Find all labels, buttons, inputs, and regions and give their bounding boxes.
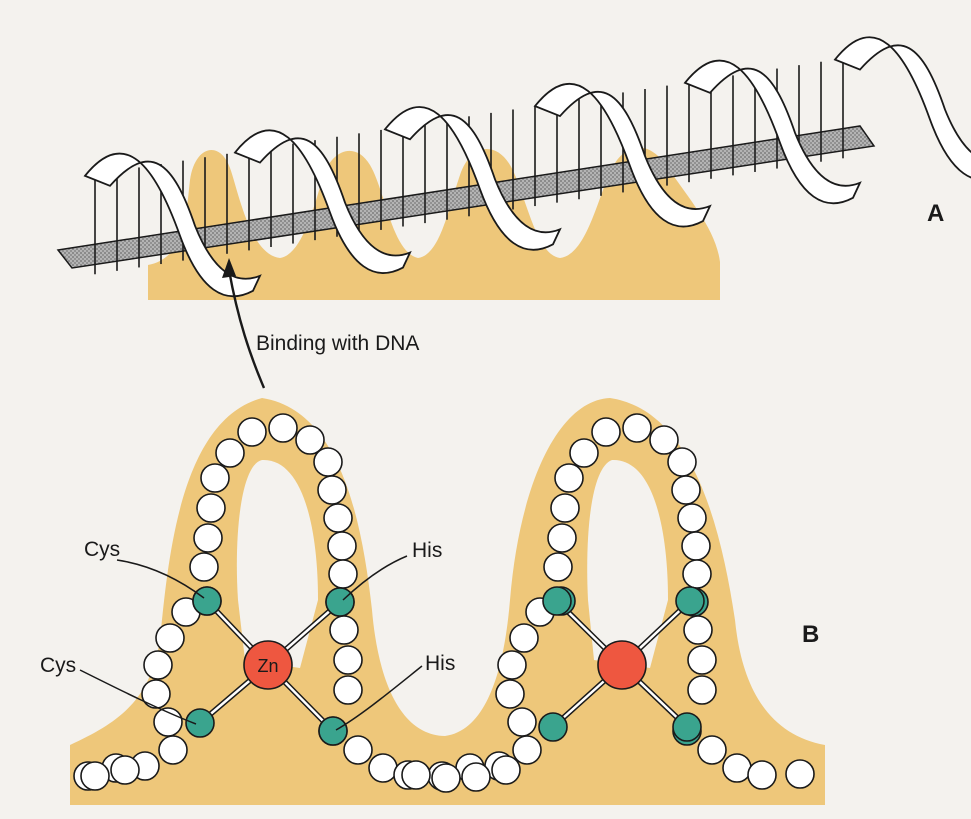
amino-acid-residue bbox=[548, 524, 576, 552]
amino-acid-residue bbox=[510, 624, 538, 652]
amino-acid-residue bbox=[496, 680, 524, 708]
amino-acid-residue bbox=[194, 524, 222, 552]
amino-acid-residue bbox=[698, 736, 726, 764]
amino-acid-residue bbox=[623, 414, 651, 442]
cys-his-residue bbox=[326, 588, 354, 616]
amino-acid-residue bbox=[668, 448, 696, 476]
amino-acid-residue bbox=[498, 651, 526, 679]
amino-acid-residue bbox=[592, 418, 620, 446]
amino-acid-residue bbox=[570, 439, 598, 467]
panel-b-label: B bbox=[802, 621, 819, 648]
amino-acid-residue bbox=[492, 756, 520, 784]
amino-acid-residue bbox=[156, 624, 184, 652]
amino-acid-residue bbox=[688, 676, 716, 704]
amino-acid-residue bbox=[144, 651, 172, 679]
cys-label-upper: Cys bbox=[84, 538, 120, 561]
cys-his-residue bbox=[539, 713, 567, 741]
amino-acid-residue bbox=[555, 464, 583, 492]
his-label-lower: His bbox=[425, 652, 455, 675]
amino-acid-residue bbox=[330, 616, 358, 644]
cys-his-residue bbox=[319, 717, 347, 745]
amino-acid-residue bbox=[142, 680, 170, 708]
amino-acid-residue bbox=[672, 476, 700, 504]
amino-acid-residue bbox=[786, 760, 814, 788]
amino-acid-residue bbox=[159, 736, 187, 764]
amino-acid-residue bbox=[508, 708, 536, 736]
cys-his-residue bbox=[193, 587, 221, 615]
amino-acid-residue bbox=[269, 414, 297, 442]
amino-acid-residue bbox=[544, 553, 572, 581]
amino-acid-residue bbox=[513, 736, 541, 764]
amino-acid-residue bbox=[201, 464, 229, 492]
amino-acid-residue bbox=[551, 494, 579, 522]
cys-his-residue bbox=[673, 713, 701, 741]
amino-acid-residue bbox=[688, 646, 716, 674]
amino-acid-residue bbox=[81, 762, 109, 790]
amino-acid-residue bbox=[684, 616, 712, 644]
amino-acid-residue bbox=[238, 418, 266, 446]
zinc-ion-2 bbox=[598, 641, 646, 689]
cys-his-residue bbox=[676, 587, 704, 615]
amino-acid-residue bbox=[723, 754, 751, 782]
amino-acid-residue bbox=[678, 504, 706, 532]
amino-acid-residue bbox=[334, 646, 362, 674]
binding-with-dna-label: Binding with DNA bbox=[256, 332, 419, 355]
zinc-ion-1-label: Zn bbox=[257, 656, 278, 676]
amino-acid-residue bbox=[190, 553, 218, 581]
amino-acid-residue bbox=[402, 761, 430, 789]
amino-acid-residue bbox=[328, 532, 356, 560]
amino-acid-residue bbox=[432, 764, 460, 792]
cys-his-residue bbox=[543, 587, 571, 615]
panel-a-label: A bbox=[927, 200, 944, 227]
amino-acid-residue bbox=[318, 476, 346, 504]
amino-acid-residue bbox=[748, 761, 776, 789]
his-label-upper: His bbox=[412, 539, 442, 562]
amino-acid-residue bbox=[216, 439, 244, 467]
amino-acid-residue bbox=[462, 763, 490, 791]
amino-acid-residue bbox=[111, 756, 139, 784]
amino-acid-residue bbox=[369, 754, 397, 782]
amino-acid-residue bbox=[197, 494, 225, 522]
amino-acid-residue bbox=[682, 532, 710, 560]
cys-label-lower: Cys bbox=[40, 654, 76, 677]
amino-acid-residue bbox=[683, 560, 711, 588]
amino-acid-residue bbox=[329, 560, 357, 588]
amino-acid-residue bbox=[324, 504, 352, 532]
amino-acid-residue bbox=[314, 448, 342, 476]
cys-his-residue bbox=[186, 709, 214, 737]
amino-acid-residue bbox=[344, 736, 372, 764]
amino-acid-residue bbox=[334, 676, 362, 704]
